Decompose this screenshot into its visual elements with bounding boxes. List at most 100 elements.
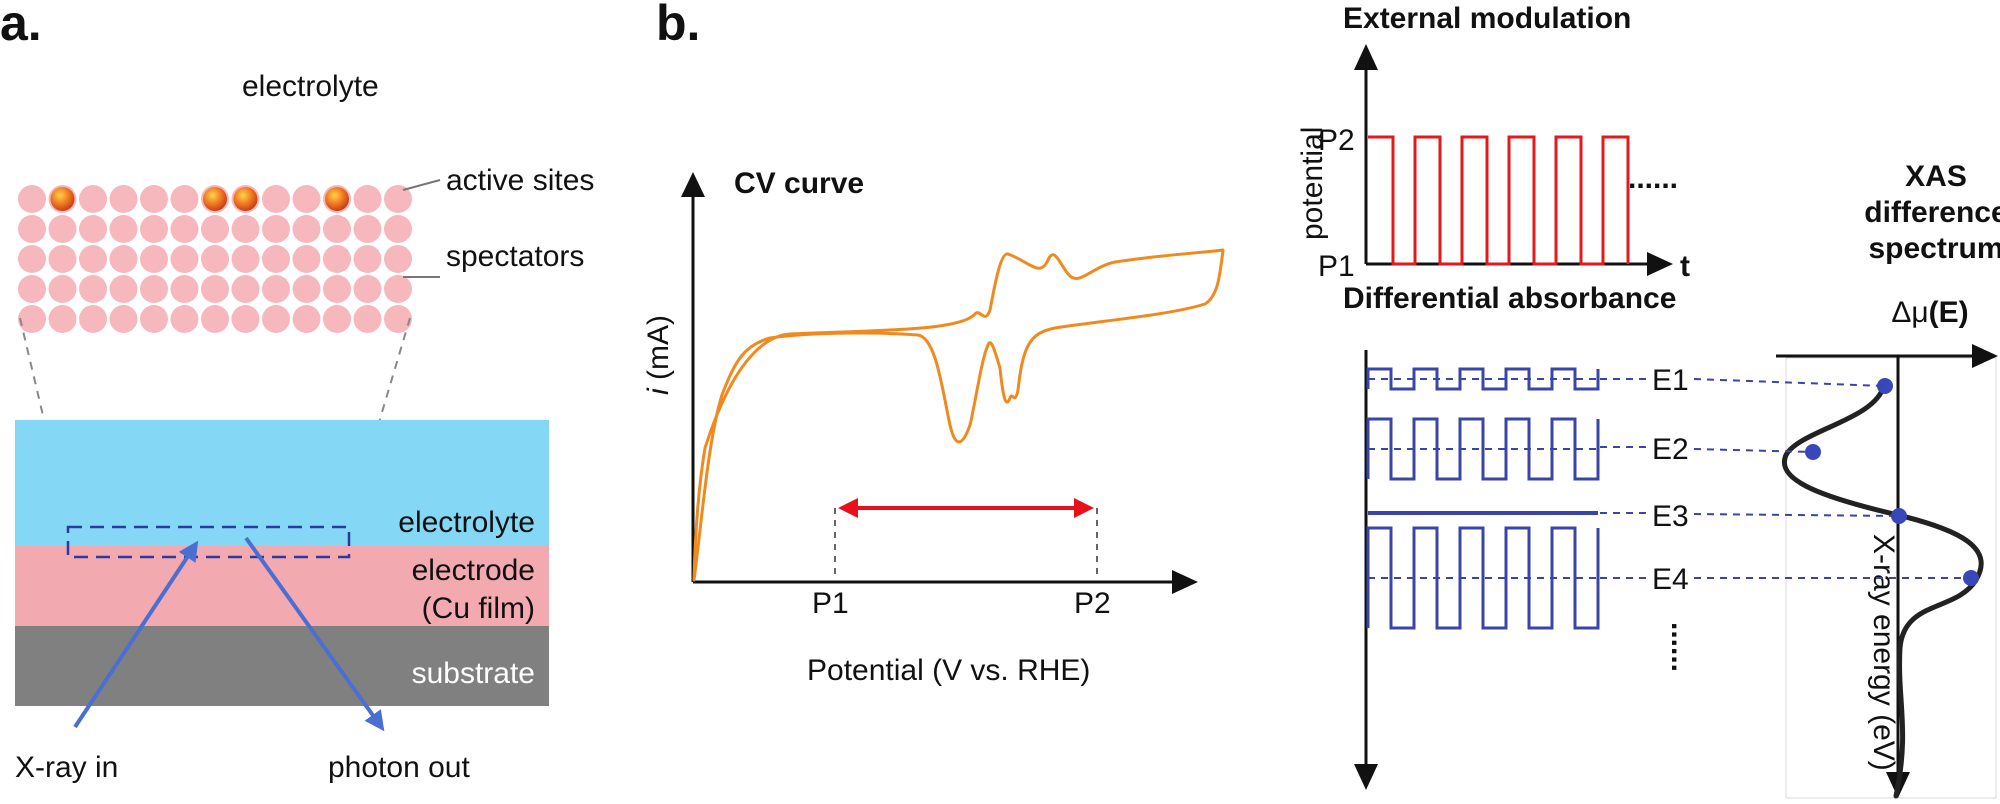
mod-y-axis-arrowhead: [1354, 44, 1378, 70]
panel-a-letter: a.: [0, 0, 42, 51]
atom: [262, 275, 290, 303]
panel-xas: XAS difference spectrum Δμ(E) X-ray ener…: [1776, 160, 2000, 799]
atom-lattice: [18, 185, 412, 333]
mod-x-axis-arrowhead: [1647, 252, 1673, 276]
electrolyte-layer: [15, 420, 549, 546]
atom: [323, 275, 351, 303]
atom: [201, 245, 229, 273]
energy-label-e4: E4: [1652, 563, 1689, 596]
xas-difference-curve: [1782, 382, 1984, 799]
cv-curve: [692, 248, 1225, 582]
atom: [384, 245, 412, 273]
panel-b: b. CV curve i (mA) P1 P2 Potential (V vs…: [642, 0, 1225, 687]
active-sites-leader: [402, 179, 441, 191]
mod-p2-label: P2: [1318, 124, 1355, 157]
cv-y-label: i (mA): [642, 315, 675, 395]
layer-electrode-label-2: (Cu film): [422, 592, 535, 625]
xas-title-1: XAS: [1905, 160, 1967, 193]
cv-x-axis-arrowhead: [1172, 570, 1198, 594]
xas-point-e3: [1891, 508, 1907, 524]
atom: [384, 215, 412, 243]
atom: [262, 245, 290, 273]
guide-e3-right: [1693, 513, 1900, 517]
atom: [201, 275, 229, 303]
atom: [18, 305, 46, 333]
xas-point-e1: [1877, 378, 1893, 394]
modulation-title: External modulation: [1343, 2, 1631, 35]
xas-delta-mu-suffix: (E): [1929, 296, 1969, 329]
active-site-atom: [203, 187, 227, 211]
energy-guides: [1600, 378, 1971, 579]
atom: [140, 215, 168, 243]
panel-modulation: External modulation potential P2 P1 t ..…: [1296, 2, 1690, 283]
energy-label-e2: E2: [1652, 433, 1689, 466]
potential-square-wave: [1368, 135, 1630, 266]
differential-title: Differential absorbance: [1343, 282, 1676, 315]
mod-p1-label: P1: [1318, 250, 1355, 283]
xas-top-axis-arrowhead: [1972, 344, 1998, 368]
atom: [170, 305, 199, 333]
diff-axis-arrowhead: [1354, 764, 1378, 790]
atom: [18, 275, 46, 303]
atom: [109, 305, 138, 333]
atom: [292, 305, 321, 333]
cv-x-label: Potential (V vs. RHE): [807, 654, 1090, 687]
panel-b-letter: b.: [656, 0, 700, 51]
atom: [323, 215, 351, 243]
atom: [140, 245, 168, 273]
atom: [323, 245, 351, 273]
atom: [140, 305, 168, 333]
xray-in-arrow: [73, 540, 199, 729]
active-site-atom: [50, 187, 75, 211]
atom: [353, 185, 382, 213]
diff-ellipsis: ......: [1665, 622, 1698, 672]
atom: [48, 305, 77, 333]
electrolyte-top-label: electrolyte: [242, 70, 379, 103]
atom: [170, 215, 199, 243]
cv-y-label-rest: (mA): [642, 315, 675, 388]
xray-in-label: X-ray in: [15, 751, 118, 784]
probed-region-box: [66, 525, 351, 559]
atom: [170, 185, 199, 213]
diff-wave-e2: [1366, 417, 1600, 481]
guide-e1-right: [1693, 378, 1886, 387]
atom: [384, 185, 412, 213]
energy-label-e1: E1: [1652, 364, 1689, 397]
atom: [292, 275, 321, 303]
atom: [48, 215, 77, 243]
substrate-layer: [15, 626, 549, 706]
diff-wave-e4: [1366, 526, 1600, 630]
atom: [48, 275, 77, 303]
cv-p1-label: P1: [812, 587, 849, 620]
atom: [323, 305, 351, 333]
active-site-atom: [325, 187, 349, 211]
atom: [292, 245, 321, 273]
photon-out-arrow: [244, 536, 385, 732]
atom: [231, 275, 260, 303]
atom: [262, 305, 290, 333]
atom: [292, 215, 321, 243]
atom: [353, 305, 382, 333]
energy-label-e3: E3: [1652, 500, 1689, 533]
spectators-label: spectators: [446, 240, 584, 273]
atom: [384, 305, 412, 333]
atom: [231, 305, 260, 333]
atom: [18, 185, 46, 213]
atom: [384, 275, 412, 303]
active-site-atom: [233, 187, 258, 211]
atom: [201, 305, 229, 333]
guide-e2-right: [1693, 448, 1814, 453]
atom: [109, 185, 138, 213]
atom: [170, 245, 199, 273]
diff-wave-e1: [1366, 367, 1600, 391]
xas-title-3: spectrum: [1868, 232, 2000, 265]
mod-t-label: t: [1680, 250, 1690, 283]
panel-differential: Differential absorbance E1 E2 E3 E4 ....…: [1343, 282, 1698, 790]
atom: [201, 215, 229, 243]
active-sites-label: active sites: [446, 164, 594, 197]
atom: [262, 215, 290, 243]
cv-y-axis-arrowhead: [681, 172, 705, 197]
atom: [353, 215, 382, 243]
atom: [79, 275, 107, 303]
xas-energy-axis-label: X-ray energy (eV): [1867, 534, 1900, 771]
